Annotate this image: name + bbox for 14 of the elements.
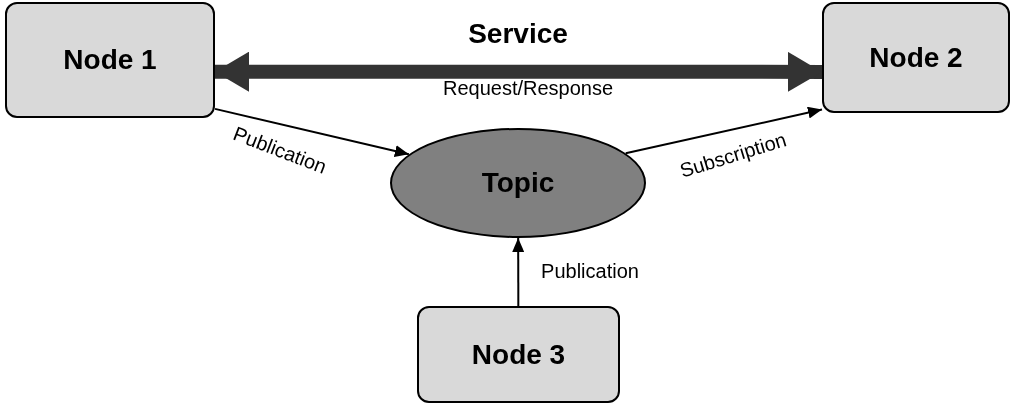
arrow — [512, 237, 525, 307]
arrow — [624, 106, 823, 155]
node-label: Node 3 — [471, 337, 566, 372]
arrow — [214, 107, 410, 157]
node-box — [417, 306, 620, 403]
text-label: Request/Response — [442, 78, 614, 98]
node-label: Node 1 — [63, 43, 157, 77]
edge-label: Publication — [541, 261, 639, 281]
node-box — [822, 2, 1010, 113]
node-label: Node 2 — [869, 40, 963, 75]
node-box — [5, 2, 215, 118]
edge-label: Service — [468, 20, 568, 48]
node-label: Topic — [481, 166, 555, 200]
double-arrow — [215, 51, 822, 92]
